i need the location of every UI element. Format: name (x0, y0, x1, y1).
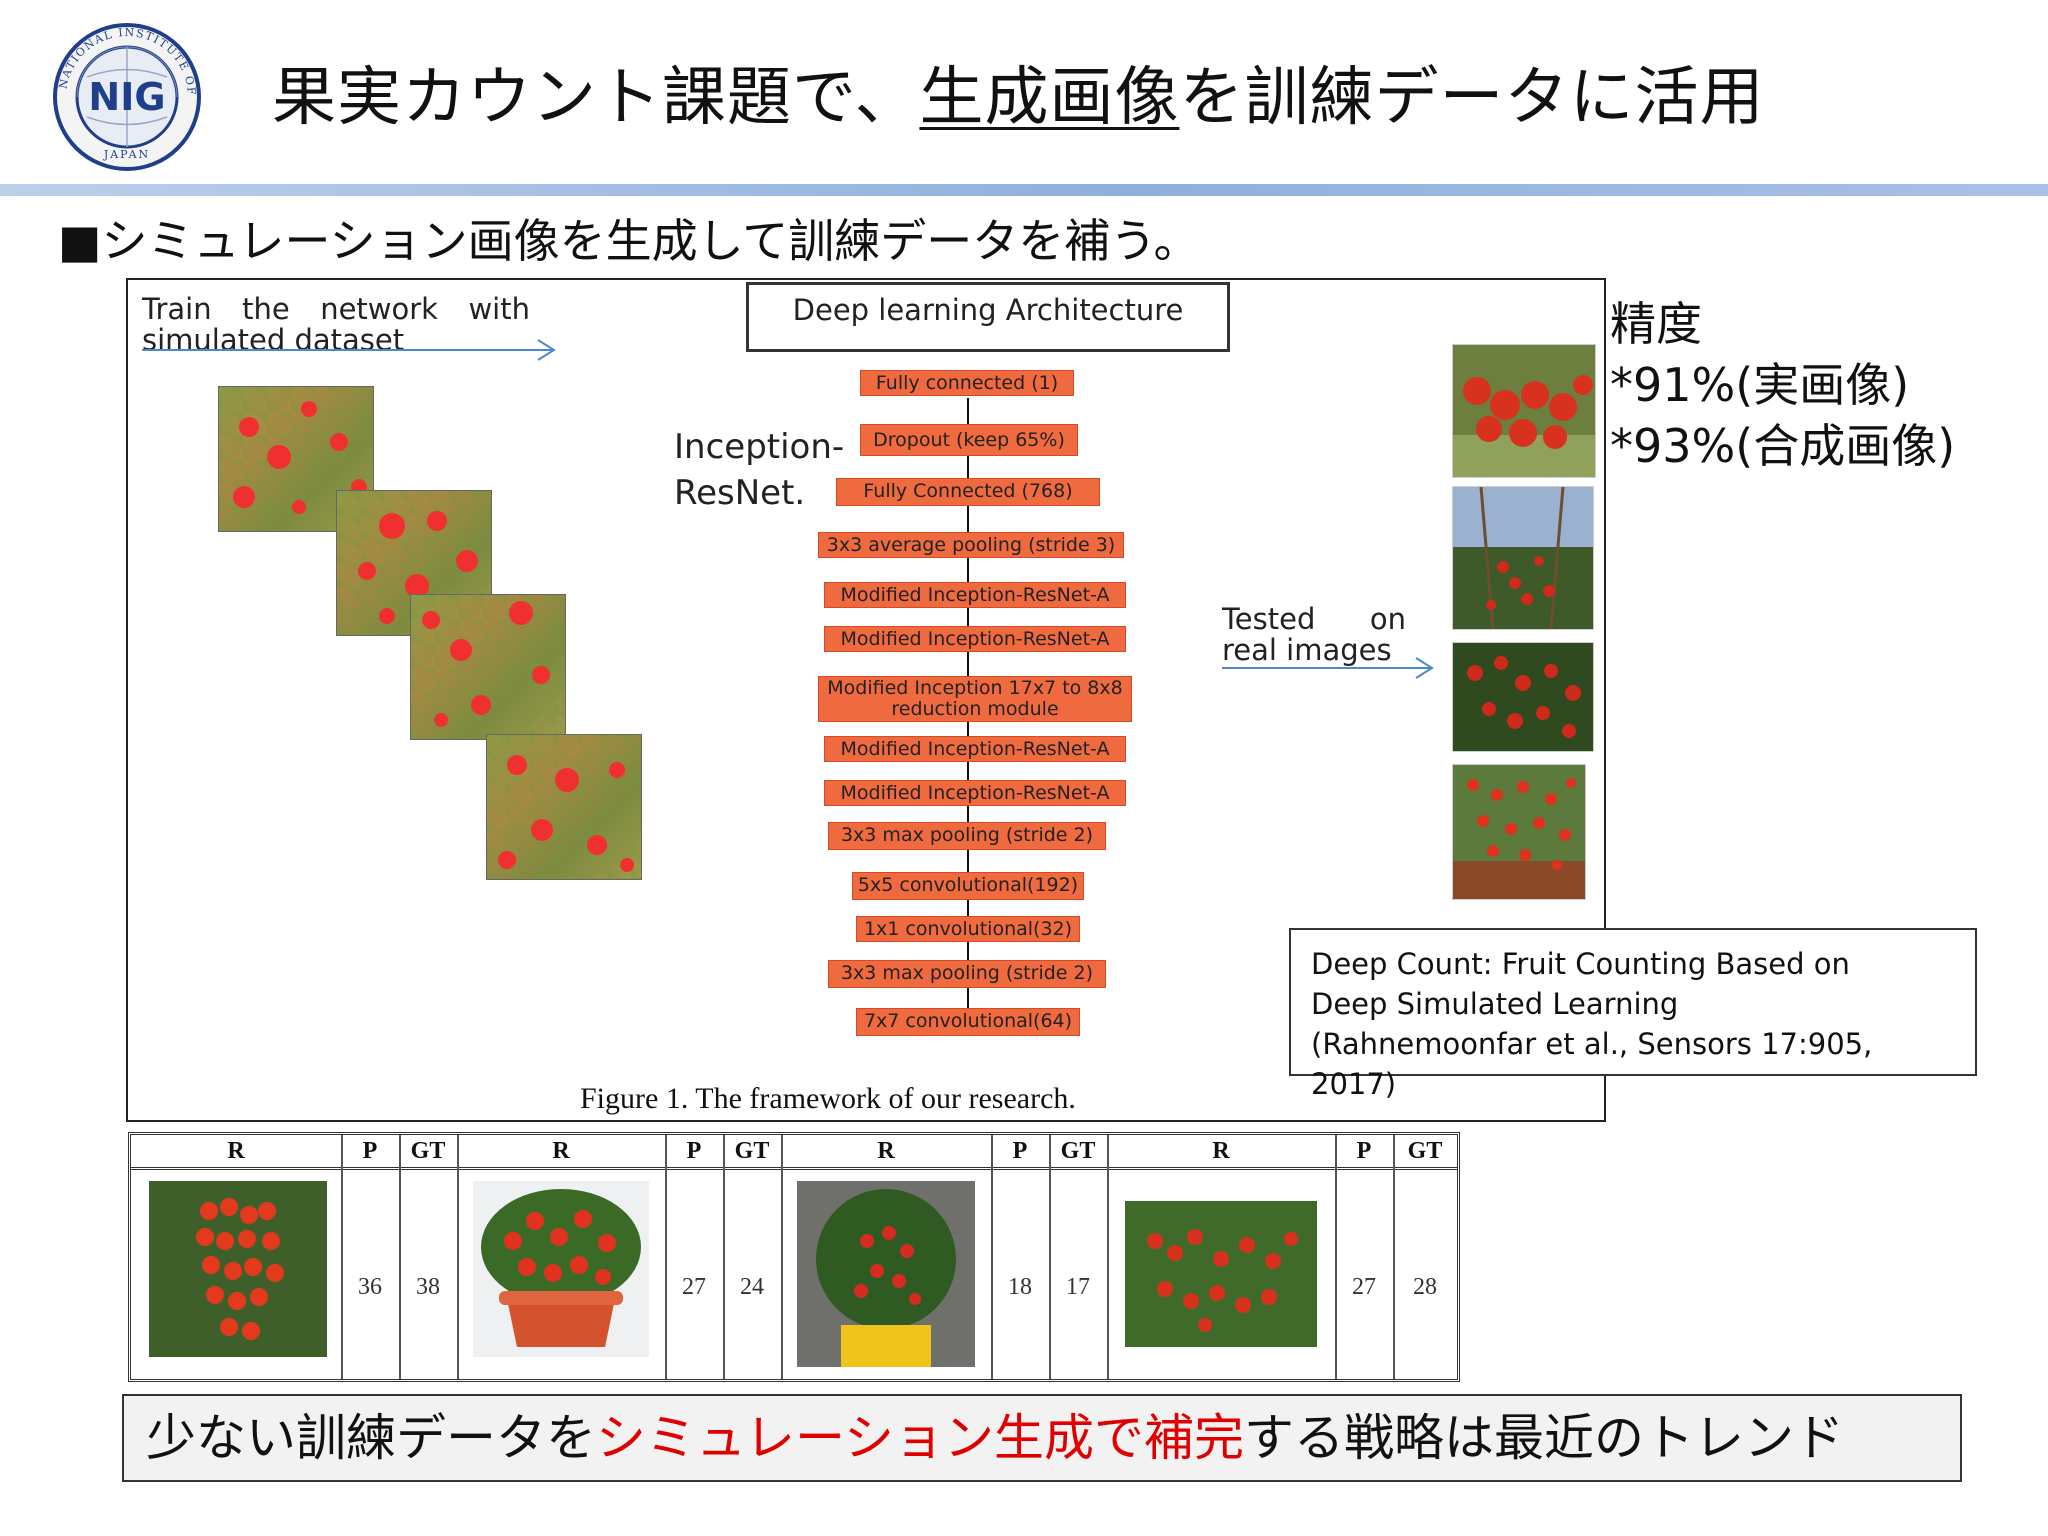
institute-logo: NIG NATIONAL INSTITUTE OF GENETICS JAPAN (52, 22, 201, 171)
table-header: GT (1060, 1138, 1096, 1164)
reference-line3: (Rahnemoonfar et al., Sensors 17:905, 20… (1311, 1027, 1873, 1101)
layer-block: 3x3 average pooling (stride 3) (818, 532, 1124, 558)
simulated-tomato-dots (422, 601, 550, 727)
tested-arrow-icon (1222, 657, 1434, 679)
table-tomato-photo-1 (149, 1181, 327, 1357)
train-line1: Train the network with (142, 292, 530, 326)
tested-label: Tested on real images (1222, 602, 1406, 667)
real-tomato-photo-2 (1452, 486, 1594, 630)
title-part2: を訓練データに活用 (1179, 61, 1765, 135)
table-header: R (1212, 1138, 1230, 1164)
ground-truth-count: 24 (740, 1274, 764, 1300)
banner-highlight: シミュレーション生成で補完 (596, 1409, 1244, 1467)
table-header: GT (734, 1138, 770, 1164)
logo-letters: NIG (88, 75, 165, 119)
accuracy-block: 精度 *91%(実画像) *93%(合成画像) (1610, 294, 1955, 477)
layer-block: 3x3 max pooling (stride 2) (828, 960, 1106, 988)
predicted-count: 36 (358, 1274, 382, 1300)
figure-caption: Figure 1. The framework of our research. (580, 1082, 1076, 1115)
layer-block: Modified Inception-ResNet-A (824, 582, 1126, 608)
table-header: R (552, 1138, 570, 1164)
table-header: P (1356, 1138, 1372, 1164)
layer-block: 1x1 convolutional(32) (856, 916, 1080, 942)
ground-truth-count: 38 (416, 1274, 440, 1300)
table-header: GT (410, 1138, 446, 1164)
table-header: GT (1407, 1138, 1443, 1164)
ground-truth-count: 17 (1066, 1274, 1090, 1300)
header-divider (0, 184, 2048, 196)
table-header: P (1012, 1138, 1028, 1164)
layer-block: Modified Inception-ResNet-A (824, 626, 1126, 652)
reference-box: Deep Count: Fruit Counting Based on Deep… (1289, 928, 1977, 1101)
layer-block-reduction: Modified Inception 17x7 to 8x8 reduction… (818, 676, 1132, 722)
banner-part2: する戦略は最近のトレンド (1244, 1409, 1844, 1467)
table-tomato-photo-4 (1125, 1201, 1317, 1347)
layer-block: 5x5 convolutional(192) (852, 872, 1084, 900)
slide-title: 果実カウント課題で、生成画像を訓練データに活用 (272, 58, 1764, 138)
layer-block: Modified Inception-ResNet-A (824, 780, 1126, 806)
architecture-title: Deep learning Architecture (746, 282, 1230, 352)
table-header: R (227, 1138, 245, 1164)
layer-block: Fully Connected (768) (836, 478, 1100, 506)
accuracy-real: *91%(実画像) (1610, 358, 1910, 412)
simulated-image-4 (486, 734, 642, 880)
results-table: R P GT R P GT R P GT R P GT 36 38 27 (128, 1132, 1460, 1382)
simulated-tomato-dots (233, 401, 367, 514)
simulated-tomato-dots (498, 755, 634, 872)
reference-line1: Deep Count: Fruit Counting Based on (1311, 947, 1850, 981)
title-part1: 果実カウント課題で、 (272, 61, 920, 135)
predicted-count: 18 (1008, 1274, 1032, 1300)
layer-block: Dropout (keep 65%) (860, 424, 1078, 456)
predicted-count: 27 (1352, 1274, 1376, 1300)
subtitle: ■シミュレーション画像を生成して訓練データを補う。 (58, 214, 1200, 268)
predicted-count: 27 (682, 1274, 706, 1300)
banner-part1: 少ない訓練データを (146, 1409, 596, 1467)
layer-block: Fully connected (1) (860, 370, 1074, 396)
accuracy-synthetic: *93%(合成画像) (1610, 419, 1956, 473)
real-tomato-photo-3 (1452, 642, 1594, 752)
real-tomato-photo-1 (1452, 344, 1596, 478)
reference-line2: Deep Simulated Learning (1311, 987, 1679, 1021)
table-header: R (877, 1138, 895, 1164)
train-arrow-icon (142, 339, 556, 361)
layer-block: Modified Inception-ResNet-A (824, 736, 1126, 762)
inception-resnet-label: Inception- ResNet. (674, 427, 845, 513)
title-underlined: 生成画像 (919, 61, 1180, 135)
ground-truth-count: 28 (1413, 1274, 1437, 1300)
simulated-image-3 (410, 594, 566, 740)
real-tomato-photo-4 (1452, 764, 1586, 900)
table-header: P (686, 1138, 702, 1164)
layer-block: 7x7 convolutional(64) (856, 1008, 1080, 1036)
table-header-rule (131, 1167, 1457, 1170)
table-tomato-photo-2 (473, 1181, 649, 1357)
logo-ring-bottom: JAPAN (103, 148, 150, 161)
conclusion-banner: 少ない訓練データをシミュレーション生成で補完する戦略は最近のトレンド (122, 1394, 1962, 1482)
table-header: P (362, 1138, 378, 1164)
layer-block: 3x3 max pooling (stride 2) (828, 822, 1106, 850)
accuracy-heading: 精度 (1610, 297, 1702, 351)
table-tomato-photo-3 (797, 1181, 975, 1367)
